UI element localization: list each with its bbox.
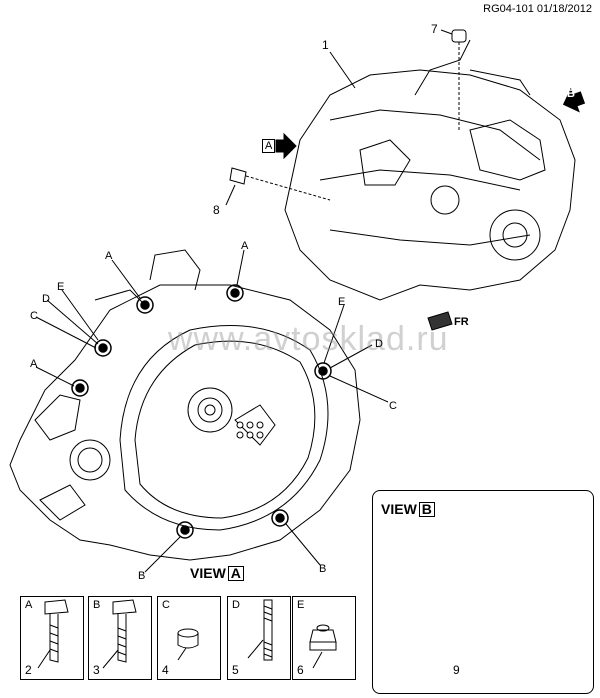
watermark: www.avtosklad.ru — [168, 320, 449, 358]
location-label-e-left: E — [57, 281, 65, 293]
location-label-a-top: A — [105, 250, 113, 262]
location-label-d-left: D — [42, 293, 50, 305]
fastener-box-letter: C — [162, 599, 170, 611]
fastener-box-number: 3 — [93, 663, 100, 677]
arrow-a-label: A — [262, 139, 276, 153]
fastener-box-number: 4 — [162, 663, 169, 677]
fastener-box-number: 6 — [297, 663, 304, 677]
fastener-box-letter: B — [93, 599, 101, 611]
fastener-box-number: 5 — [232, 663, 239, 677]
fastener-box-a: A 2 — [20, 596, 84, 680]
location-label-a-left: A — [30, 358, 38, 370]
arrow-b-label: B — [567, 88, 575, 100]
fastener-box-d: D 5 — [227, 596, 291, 680]
fastener-box-letter: A — [25, 599, 33, 611]
fastener-box-letter: D — [232, 599, 240, 611]
fastener-box-number: 2 — [25, 663, 32, 677]
fr-arrow-label: FR — [454, 316, 469, 328]
fastener-box-e: E 6 — [292, 596, 356, 680]
location-label-c-right: C — [389, 400, 397, 412]
location-label-a-top-right: A — [241, 240, 249, 252]
fastener-box-b: B 3 — [88, 596, 152, 680]
location-label-b-bottom-left: B — [138, 570, 146, 582]
callout-7: 7 — [431, 22, 438, 36]
fastener-box-c: C 4 — [157, 596, 221, 680]
drawing-code: RG04-101 01/18/2012 — [483, 3, 592, 15]
location-label-e-right: E — [338, 296, 346, 308]
location-label-c-left: C — [30, 310, 38, 322]
callout-8: 8 — [213, 203, 220, 217]
callout-1: 1 — [322, 38, 329, 52]
fastener-box-letter: E — [297, 599, 305, 611]
location-label-b-bottom-right: B — [319, 563, 327, 575]
callout-9: 9 — [453, 663, 460, 677]
location-label-d-right: D — [375, 338, 383, 350]
